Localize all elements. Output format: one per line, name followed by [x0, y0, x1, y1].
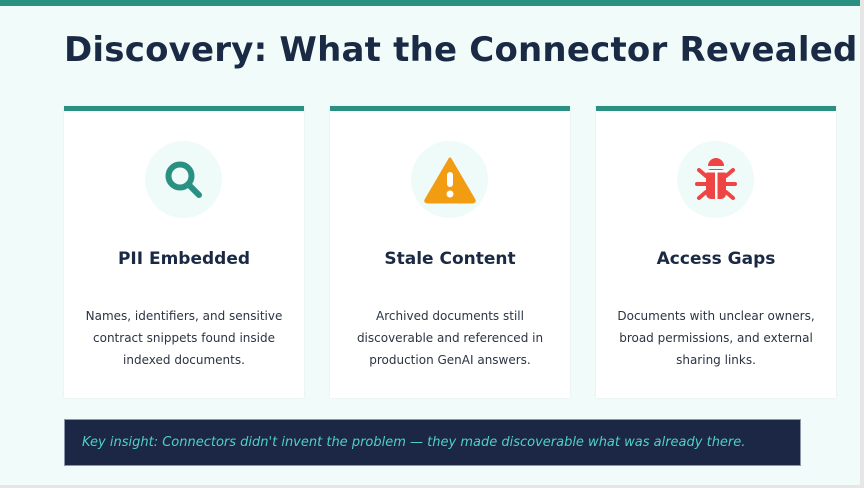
card-title: Access Gaps	[656, 249, 776, 269]
card-description: Documents with unclear owners, broad per…	[617, 309, 815, 367]
key-insight-banner: Key insight: Connectors didn't invent th…	[64, 419, 801, 466]
warning-icon	[411, 141, 488, 218]
top-accent-bar	[0, 0, 860, 6]
key-insight-text: Key insight: Connectors didn't invent th…	[82, 435, 746, 450]
card-pii-embedded: PII Embedded Names, identifiers, and sen…	[64, 106, 304, 398]
card-title: Stale Content	[384, 249, 516, 269]
card-access-gaps: Access Gaps Documents with unclear owner…	[596, 106, 836, 398]
card-description: Archived documents still discoverable an…	[356, 309, 544, 367]
search-icon	[145, 141, 222, 218]
slide-title: Discovery: What the Connector Revealed	[64, 30, 858, 70]
card-stale-content: Stale Content Archived documents still d…	[330, 106, 570, 398]
bug-icon	[677, 141, 754, 218]
card-description: Names, identifiers, and sensitive contra…	[85, 309, 283, 367]
card-title: PII Embedded	[117, 249, 251, 269]
